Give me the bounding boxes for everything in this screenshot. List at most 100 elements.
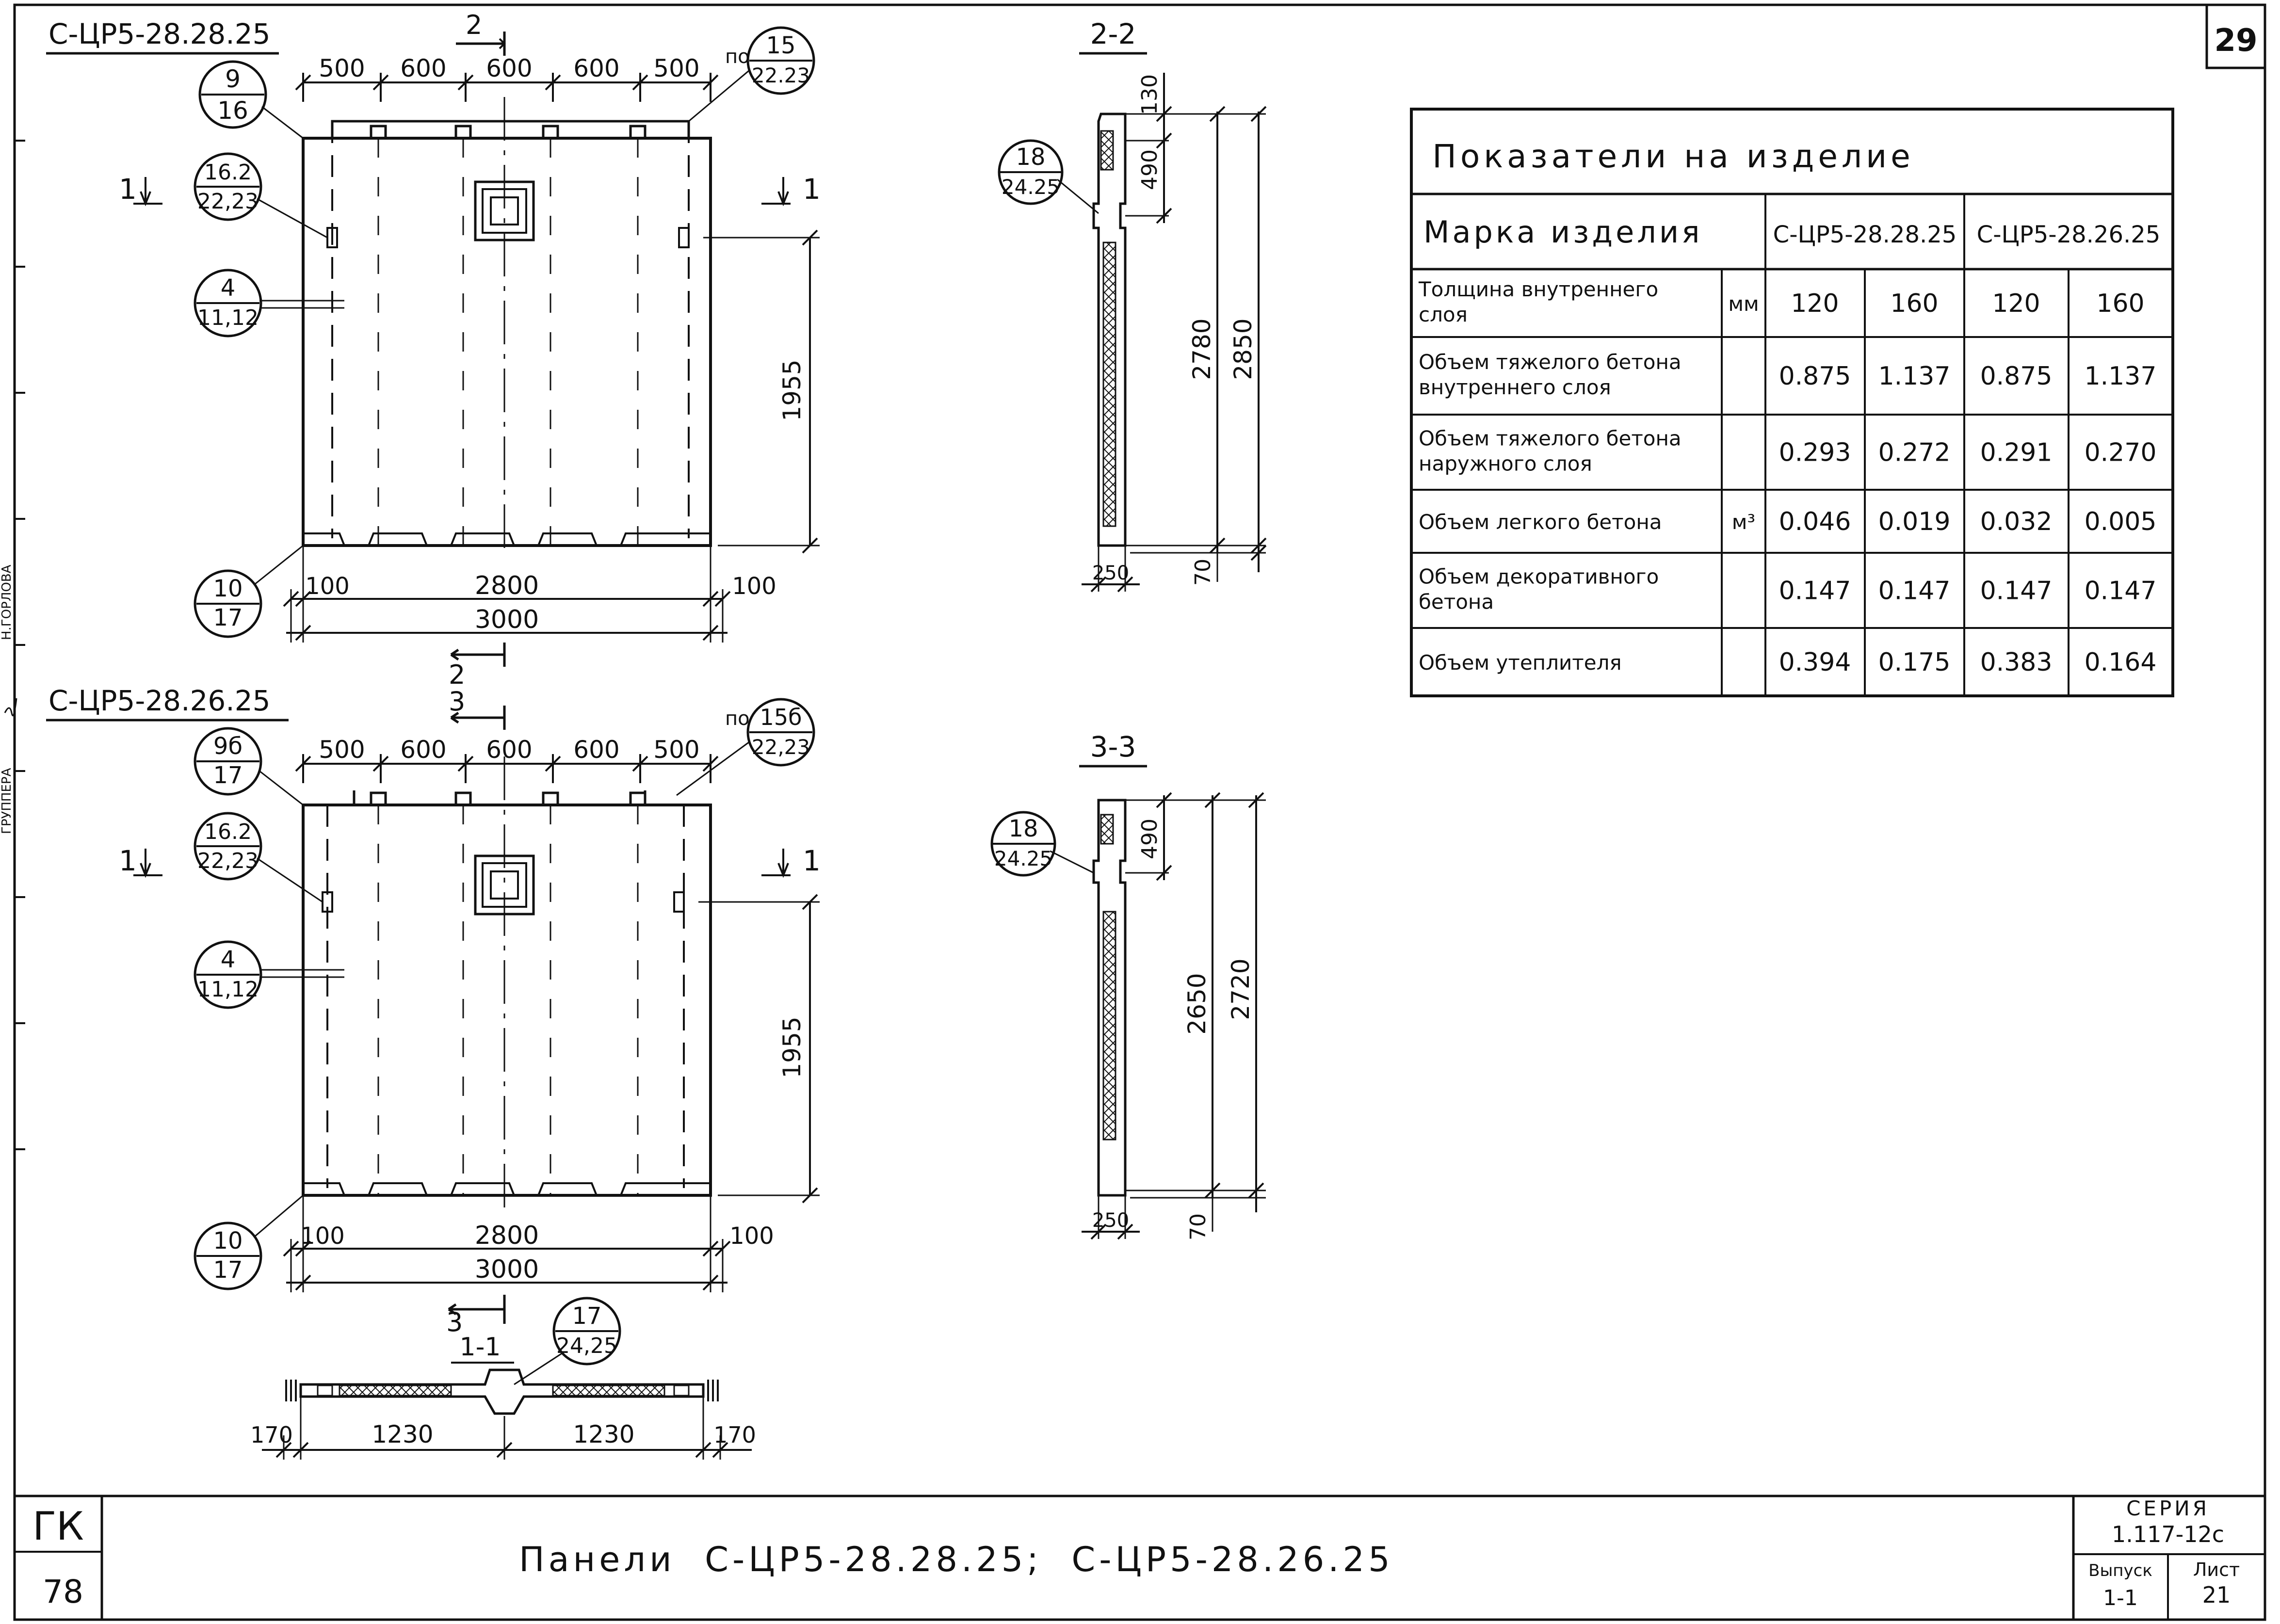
svg-text:15: 15 xyxy=(766,32,795,59)
table-cell-value: 0.046 xyxy=(1779,507,1851,536)
sheet-frame xyxy=(13,3,2266,1621)
table-cell-value: 0.164 xyxy=(2085,648,2157,677)
svg-text:16.2: 16.2 xyxy=(204,820,252,844)
indicators-table: Показатели на изделие Марка изделия С-ЦР… xyxy=(1410,108,2174,697)
panel-1-overall-dim: 3000 xyxy=(475,605,539,634)
table-product-2: С-ЦР5-28.26.25 xyxy=(1977,221,2161,248)
panel-2-bottom-dim-2: 2800 xyxy=(475,1221,539,1250)
table-cell-value: 0.875 xyxy=(1779,362,1851,391)
svg-text:24.25: 24.25 xyxy=(994,847,1052,870)
sheet-label: Лист xyxy=(2193,1559,2240,1580)
section-3-3-dim-70: 70 xyxy=(1186,1213,1211,1240)
callout-1-10: 10 17 xyxy=(194,545,304,638)
table-cell-value: 0.147 xyxy=(1878,577,1951,606)
section-3-3-title: 3-3 xyxy=(1090,730,1136,763)
panel-2-top-dim-4: 600 xyxy=(573,736,619,764)
left-stamp-number: 78 xyxy=(43,1573,83,1610)
table-row-label: Объем утеплителя xyxy=(1419,651,1622,675)
table-row-label: Объем легкого бетона xyxy=(1419,510,1662,534)
series-label: СЕРИЯ xyxy=(2126,1496,2210,1520)
series-value: 1.117-12с xyxy=(2112,1521,2224,1547)
table-cell-value: 160 xyxy=(1890,289,1938,318)
svg-text:18: 18 xyxy=(1008,815,1038,842)
callout-1-9: 9 16 xyxy=(198,60,304,139)
table-cell-value: 0.291 xyxy=(1980,438,2053,467)
callout-2-4: 4 11,12 xyxy=(194,940,344,1009)
table-mark-header: Марка изделия xyxy=(1423,214,1702,250)
section-2-2: 2-2 130 490 2780 2850 70 250 18 24.25 xyxy=(998,17,1267,593)
table-cell-value: 0.005 xyxy=(2085,507,2157,536)
table-cell-value: 120 xyxy=(1992,289,2040,318)
table-row-label: Толщина внутреннего xyxy=(1418,277,1658,301)
panel-2-overall-dim: 3000 xyxy=(475,1255,539,1284)
section-2-2-dim-250: 250 xyxy=(1092,562,1129,584)
table-cell-value: 0.019 xyxy=(1878,507,1951,536)
panel-1-cut-left: 1 xyxy=(119,173,137,206)
svg-text:22,23: 22,23 xyxy=(752,735,810,759)
table-cell-value: 160 xyxy=(2096,289,2144,318)
svg-text:17: 17 xyxy=(213,762,243,789)
svg-text:4: 4 xyxy=(221,274,236,302)
issue-label: Выпуск xyxy=(2088,1561,2152,1580)
section-3-3: 3-3 490 2650 2720 70 250 18 24.25 xyxy=(990,730,1266,1240)
left-stamp: ГК xyxy=(32,1504,84,1549)
panel-1-section-mark: 2 xyxy=(466,10,482,40)
section-3-3-dim-250: 250 xyxy=(1092,1209,1129,1232)
svg-text:24,25: 24,25 xyxy=(556,1334,617,1358)
panel-1-top-dim-5: 500 xyxy=(653,54,699,82)
svg-text:9: 9 xyxy=(225,65,241,93)
panel-2-callouts: 9б 17 16.2 22,23 4 11,12 10 17 15б 22,23 xyxy=(194,698,815,1290)
panel-2-cut-right: 1 xyxy=(803,844,821,877)
svg-text:10: 10 xyxy=(213,575,243,602)
panel-2-bottom-dim-1: 100 xyxy=(300,1222,345,1250)
panel-2-top-dim-1: 500 xyxy=(319,736,365,764)
panel-2-top-dim-2: 600 xyxy=(400,736,446,764)
svg-text:11,12: 11,12 xyxy=(197,977,259,1002)
table-row-label: внутреннего слоя xyxy=(1419,375,1611,399)
panel-1-top-dim-1: 500 xyxy=(319,54,365,82)
panel-2-top-dim-5: 500 xyxy=(653,736,699,764)
panel-1-section-mark-bottom: 2 xyxy=(449,659,465,690)
table-row-label: слоя xyxy=(1419,303,1468,326)
panel-2-bottom-dim-3: 100 xyxy=(729,1222,774,1250)
table-cell-value: 120 xyxy=(1791,289,1839,318)
callout-1-4: 4 11,12 xyxy=(194,269,344,338)
svg-text:4: 4 xyxy=(221,946,236,973)
panel-1-po-label: по xyxy=(725,46,750,68)
table-title: Показатели на изделие xyxy=(1432,138,1914,175)
svg-text:22,23: 22,23 xyxy=(197,189,259,214)
panel-1-top-dim-2: 600 xyxy=(400,54,446,82)
panel-1-bottom-dim-3: 100 xyxy=(732,573,776,600)
section-2-2-dim-70: 70 xyxy=(1191,559,1215,586)
callout-2-16-2: 16.2 22,23 xyxy=(194,812,323,903)
table-row-label: Объем тяжелого бетона xyxy=(1419,427,1682,450)
svg-text:11,12: 11,12 xyxy=(197,306,259,330)
panel-2-drawing: С-ЦР5-28.26.25 500 600 600 600 500 3 по … xyxy=(46,684,821,1292)
svg-text:17: 17 xyxy=(213,604,243,631)
panel-2-section-mark: 3 xyxy=(449,686,465,717)
svg-text:17: 17 xyxy=(572,1302,601,1330)
table-cell-value: 0.394 xyxy=(1779,648,1851,677)
panel-1-mark: С-ЦР5-28.28.25 xyxy=(49,17,271,50)
sheet-value: 21 xyxy=(2202,1582,2231,1608)
panel-1-top-dim-4: 600 xyxy=(573,54,619,82)
section-1-1: 3 1-1 170 1230 1230 170 17 24,25 xyxy=(250,1295,756,1460)
callout-section-1-1: 17 24,25 xyxy=(514,1297,621,1385)
table-cell-value: 1.137 xyxy=(1878,362,1951,391)
section-2-2-dim-490: 490 xyxy=(1137,149,1162,190)
table-cell-value: 0.875 xyxy=(1980,362,2053,391)
svg-text:24.25: 24.25 xyxy=(1002,175,1060,199)
table-cell-value: 0.383 xyxy=(1980,648,2053,677)
section-2-2-dim-130: 130 xyxy=(1137,74,1162,115)
table-cell-value: 0.032 xyxy=(1980,507,2053,536)
callout-section-2-2: 18 24.25 xyxy=(998,139,1099,214)
table-cell-value: 0.175 xyxy=(1878,648,1951,677)
callout-2-10: 10 17 xyxy=(194,1194,304,1290)
svg-text:16: 16 xyxy=(217,96,248,125)
callout-1-16-2: 16.2 22,23 xyxy=(194,152,328,239)
section-3-3-dim-2650: 2650 xyxy=(1183,973,1211,1034)
panel-1-top-dim-3: 600 xyxy=(486,54,532,82)
svg-text:10: 10 xyxy=(213,1227,243,1254)
svg-text:9б: 9б xyxy=(213,733,243,760)
panel-2-mark: С-ЦР5-28.26.25 xyxy=(49,684,271,717)
